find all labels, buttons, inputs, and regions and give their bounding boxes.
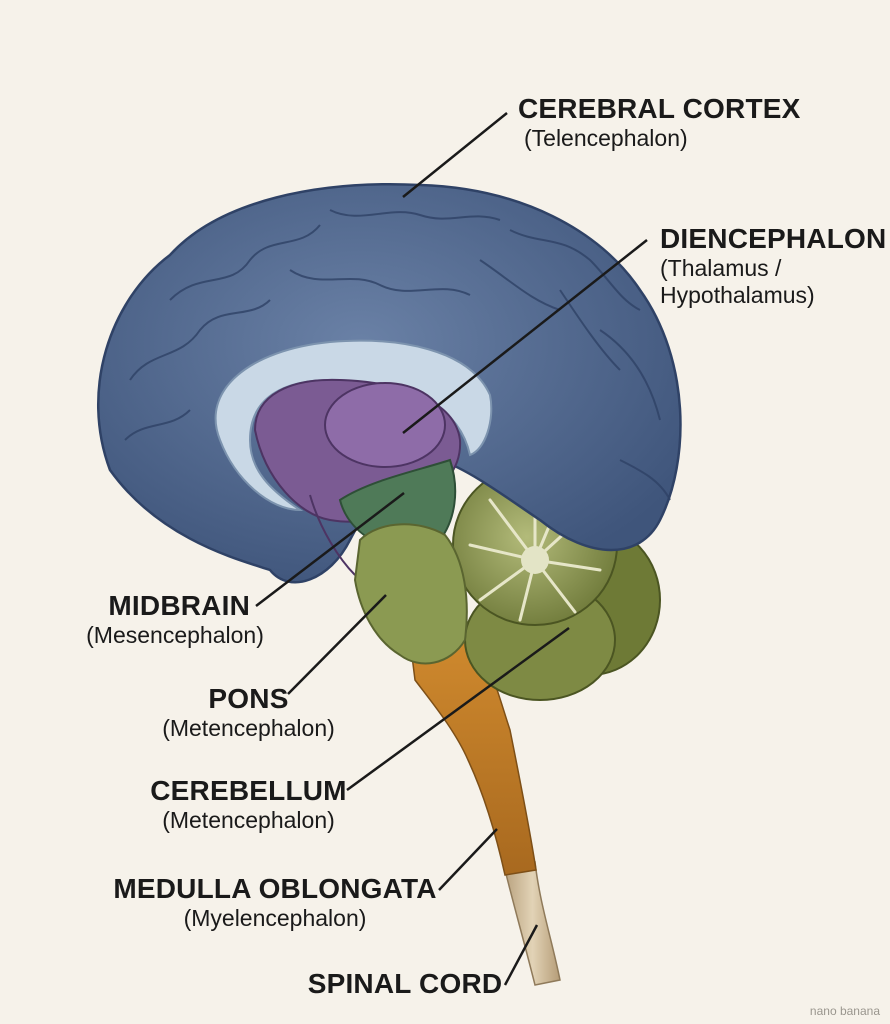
pons-shape xyxy=(353,523,468,665)
cerebellum-name: CEREBELLUM xyxy=(150,775,347,806)
label-medulla: MEDULLA OBLONGATA (Myelencephalon) xyxy=(110,873,440,932)
cerebral-cortex-sub: (Telencephalon) xyxy=(524,125,688,152)
leader-diencephalon xyxy=(402,239,648,434)
diencephalon-sub-2: Hypothalamus) xyxy=(660,281,815,308)
medulla-sub: (Myelencephalon) xyxy=(183,905,367,932)
leader-cerebellum xyxy=(346,626,570,792)
leader-cerebral-cortex xyxy=(402,112,508,198)
medulla-name: MEDULLA OBLONGATA xyxy=(113,873,437,904)
midbrain-sub: (Mesencephalon) xyxy=(86,622,264,649)
diencephalon-name: DIENCEPHALON xyxy=(660,223,887,254)
pons-name: PONS xyxy=(208,683,289,714)
watermark: nano banana xyxy=(809,1004,880,1018)
spinal-cord-shape xyxy=(504,861,561,986)
leader-midbrain xyxy=(255,492,405,607)
cerebral-cortex-name: CEREBRAL CORTEX xyxy=(518,93,801,124)
label-diencephalon: DIENCEPHALON (Thalamus / Hypothalamus) xyxy=(660,223,886,308)
leader-spinal-cord xyxy=(503,924,539,986)
label-cerebellum: CEREBELLUM (Metencephalon) xyxy=(146,775,351,834)
label-spinal-cord: SPINAL CORD xyxy=(305,968,505,1000)
pons-sub: (Metencephalon) xyxy=(162,715,335,742)
label-pons: PONS (Metencephalon) xyxy=(146,683,351,742)
midbrain-name: MIDBRAIN xyxy=(108,590,250,621)
leader-lines xyxy=(255,112,648,986)
leader-pons xyxy=(287,594,387,695)
label-cerebral-cortex: CEREBRAL CORTEX (Telencephalon) xyxy=(518,93,801,152)
spinal-cord-name: SPINAL CORD xyxy=(307,968,503,999)
diencephalon-sub-1: (Thalamus / xyxy=(660,255,782,282)
label-midbrain: MIDBRAIN (Mesencephalon) xyxy=(70,590,280,649)
leader-medulla xyxy=(438,828,498,891)
cerebellum-sub: (Metencephalon) xyxy=(162,807,335,834)
medulla-shape xyxy=(409,629,537,876)
